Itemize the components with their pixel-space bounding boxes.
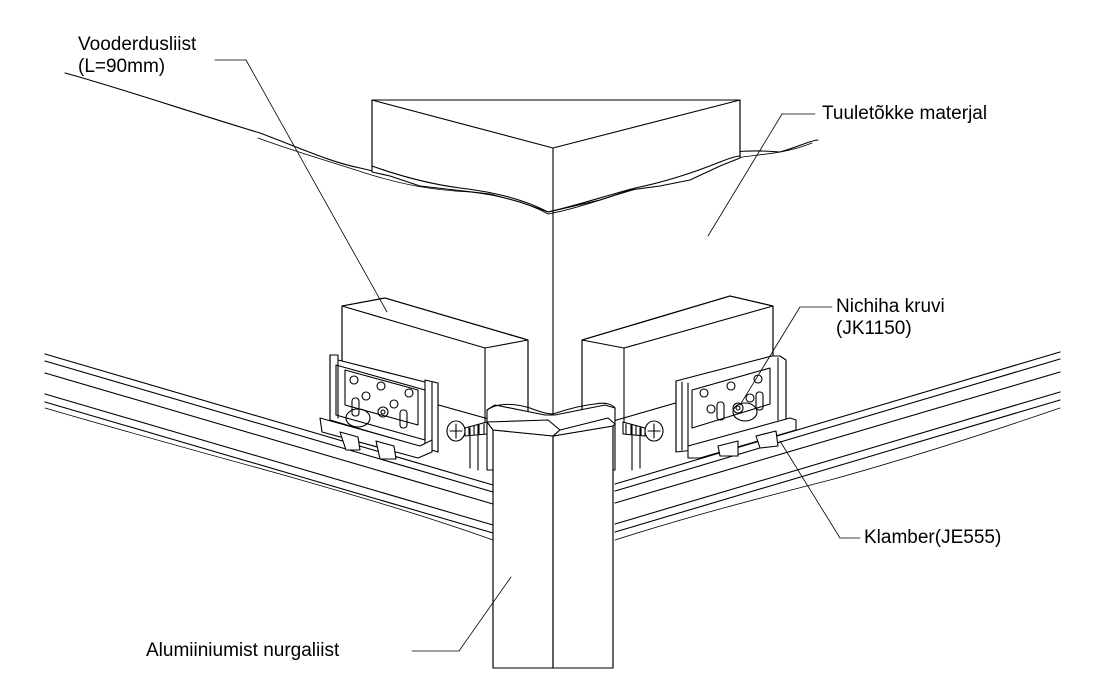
right-screw: [622, 420, 664, 442]
clamp-label: Klamber(JE555): [864, 527, 1002, 548]
wind-barrier-label: Tuuletõkke materjal: [822, 103, 988, 124]
screw-name: Nichiha kruvi: [836, 296, 945, 317]
corner-trim-label: Alumiiniumist nurgaliist: [146, 640, 340, 661]
lining-strip-label: Vooderdusliist (L=90mm): [78, 34, 196, 78]
screw-label: Nichiha kruvi (JK1150): [836, 296, 945, 340]
left-rail-assembly: [44, 353, 494, 541]
left-clamp: [319, 354, 439, 460]
lining-strip-length: (L=90mm): [78, 56, 166, 77]
right-clamp: [675, 355, 797, 459]
right-lining-strip: [581, 295, 774, 431]
top-post-box: [371, 99, 741, 213]
leader-lines: [214, 59, 861, 652]
screw-code: (JK1150): [836, 318, 912, 339]
corner-trim: [469, 402, 641, 669]
left-screw: [446, 420, 488, 442]
lining-strip-name: Vooderdusliist: [78, 34, 197, 55]
right-rail-assembly: [614, 351, 1061, 541]
